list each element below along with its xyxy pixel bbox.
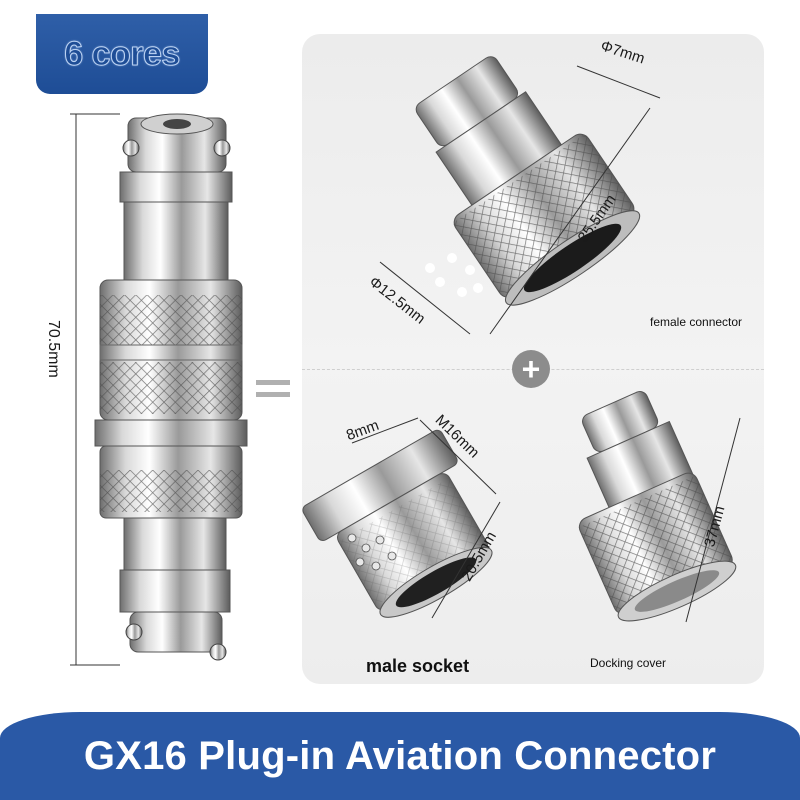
length-dimension-line	[70, 113, 120, 666]
cores-badge-label: 6 cores	[64, 34, 181, 73]
plus-icon: +	[512, 350, 550, 388]
cores-badge: 6 cores	[36, 14, 208, 94]
cover-dimension-lines	[685, 417, 741, 623]
female-connector-image	[415, 56, 641, 306]
male-pins	[347, 533, 397, 571]
assembled-connector	[94, 113, 248, 661]
female-connector-caption: female connector	[650, 315, 743, 329]
docking-cover-image	[578, 391, 737, 622]
female-face-pins	[425, 253, 483, 297]
product-title-banner: GX16 Plug-in Aviation Connector	[0, 712, 800, 800]
product-title: GX16 Plug-in Aviation Connector	[83, 733, 717, 778]
male-socket-caption: male socket	[366, 656, 470, 676]
docking-cover-caption: Docking cover	[590, 656, 667, 670]
equals-icon	[256, 376, 290, 402]
male-dimension-lines	[351, 417, 501, 619]
assembled-length-label: 70.5mm	[45, 320, 62, 378]
female-dimension-lines	[379, 65, 661, 335]
male-socket-image	[302, 429, 493, 618]
